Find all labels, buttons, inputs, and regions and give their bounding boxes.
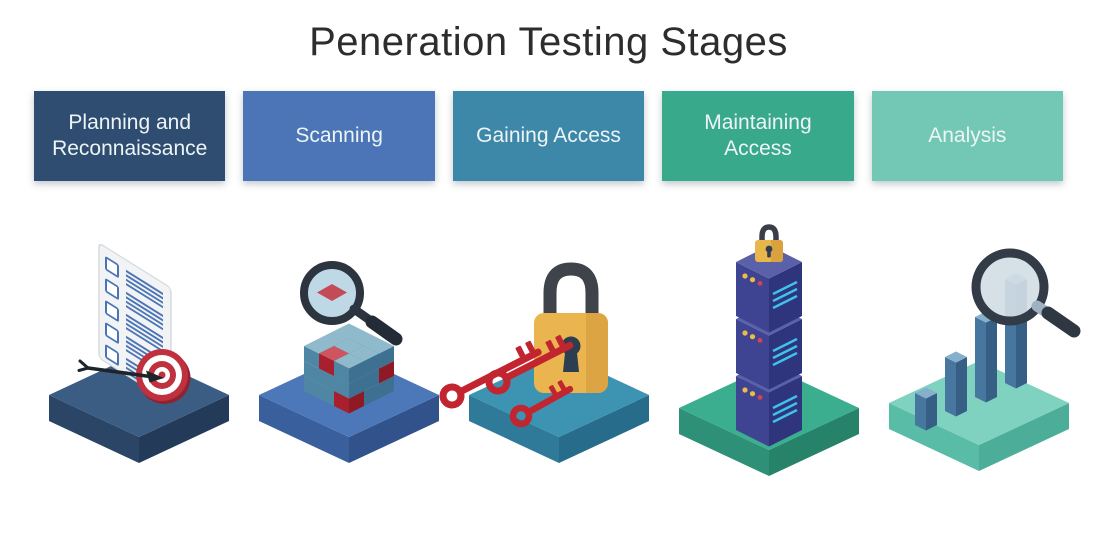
magnifier-over-cubes-icon — [259, 261, 439, 463]
target-icon — [136, 349, 191, 404]
stage-label: Planning and Reconnaissance — [52, 110, 208, 160]
illustration-gaining-access — [439, 213, 664, 479]
magnifier-icon — [971, 248, 1081, 338]
illustration-row — [0, 213, 1097, 479]
checklist-and-target-icon — [49, 243, 229, 463]
small-padlock-icon — [755, 224, 783, 262]
magnifier-icon — [300, 261, 403, 346]
arrow-icon — [77, 359, 164, 383]
page-title: Peneration Testing Stages — [309, 20, 788, 64]
padlock-and-keys-icon — [439, 262, 649, 463]
stage-label: Scanning — [295, 123, 383, 147]
illustration-maintaining-access — [664, 213, 874, 479]
stage-box-maintaining-access: Maintaining Access — [662, 91, 854, 181]
stage-label: Analysis — [928, 123, 1007, 147]
padlock-icon — [534, 262, 608, 393]
key-icon — [509, 380, 574, 428]
illustration-scanning — [244, 213, 454, 479]
stage-box-analysis: Analysis — [871, 91, 1064, 181]
stage-row: Planning and Reconnaissance Scanning Gai… — [0, 91, 1097, 181]
illustration-analysis — [874, 213, 1084, 479]
locked-server-tower-icon — [679, 224, 859, 476]
stage-box-gaining-access: Gaining Access — [452, 91, 645, 181]
magnifier-over-bar-chart-icon — [889, 248, 1081, 471]
platform-navy — [49, 353, 229, 463]
server-tower-icon — [734, 244, 804, 448]
illustration-planning — [34, 213, 244, 479]
stage-box-scanning: Scanning — [243, 91, 435, 181]
stage-label: Maintaining Access — [704, 110, 812, 160]
key-icon — [485, 334, 574, 395]
stage-box-planning-reconnaissance: Planning and Reconnaissance — [34, 91, 226, 181]
stage-label: Gaining Access — [476, 123, 621, 147]
